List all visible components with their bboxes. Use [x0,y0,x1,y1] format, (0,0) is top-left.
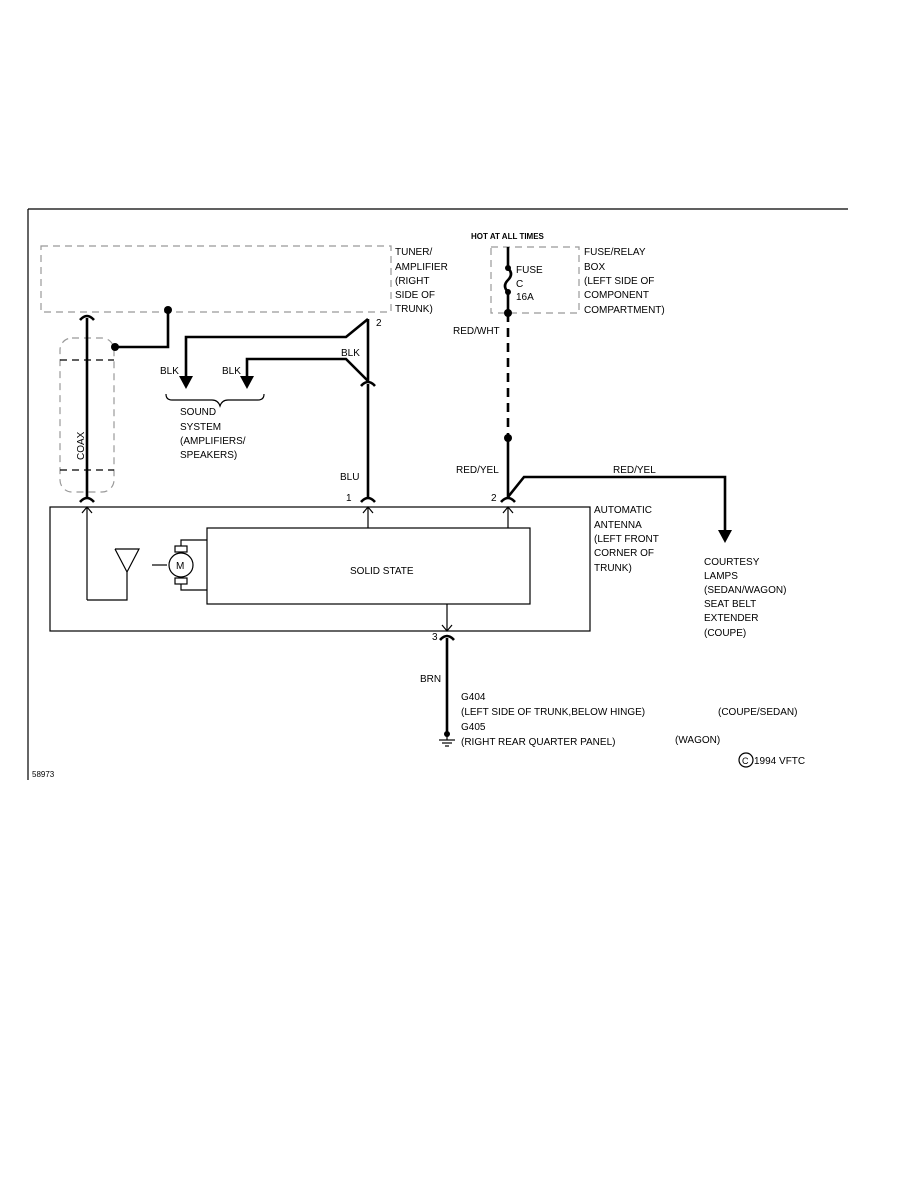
blu-wire: BLU [340,380,376,503]
brn-label: BRN [420,674,441,685]
sound-system: SOUND SYSTEM (AMPLIFIERS/ SPEAKERS) [180,407,246,461]
g405-label: G405 [461,722,486,733]
tuner-box [40,245,392,313]
tuner-label-4: TRUNK) [395,304,433,315]
figure-id: 58973 [32,770,55,779]
courtesy-label-3: SEAT BELT [704,599,756,610]
automatic-antenna: 1 2 AUTOMATIC ANTENNA (LEFT FRONT CORNER… [49,493,659,632]
fuse-box-label-3: COMPONENT [584,290,649,301]
courtesy-label-2: (SEDAN/WAGON) [704,585,786,596]
fuse-box-label-4: COMPARTMENT) [584,305,665,316]
blk-label-main: BLK [341,348,360,359]
sound-label-1: SYSTEM [180,422,221,433]
coax-label: COAX [76,431,87,460]
fuse-label-0: FUSE [516,265,543,276]
shield-ground-wire [111,306,172,351]
courtesy-lamps: COURTESY LAMPS (SEDAN/WAGON) SEAT BELT E… [704,557,786,639]
antenna-module-box [49,506,591,632]
blk-wire-2 [245,357,369,382]
solid-state-label: SOLID STATE [350,566,414,577]
antenna-label-2: (LEFT FRONT [594,534,659,545]
copyright-symbol: C [742,756,749,766]
antenna-icon [87,548,140,601]
courtesy-label-5: (COUPE) [704,628,746,639]
tuner-amplifier: TUNER/ AMPLIFIER (RIGHT SIDE OF TRUNK) 2 [40,245,448,329]
fuse-label-1: C [516,279,523,290]
antenna-label-3: CORNER OF [594,548,654,559]
fuse-symbol [503,267,513,293]
g405-location: (RIGHT REAR QUARTER PANEL) [461,737,615,748]
antenna-label-4: TRUNK) [594,563,632,574]
sound-label-0: SOUND [180,407,216,418]
red-yel-label-1: RED/YEL [456,465,499,476]
courtesy-arrow [718,530,732,543]
blk-label-2: BLK [222,366,241,377]
sound-label-3: SPEAKERS) [180,450,237,461]
coax-cable: COAX [59,314,115,503]
tuner-label-1: AMPLIFIER [395,262,448,273]
g405-model: (WAGON) [675,735,720,746]
antenna-pin-1: 1 [346,493,352,504]
diagram-frame [27,208,848,780]
coax-connector-top [79,314,95,321]
antenna-pin-2: 2 [491,493,497,504]
hot-at-all-times-label: HOT AT ALL TIMES [471,232,545,241]
blk-wire-1 [184,317,369,378]
g404-label: G404 [461,692,486,703]
fuse-label-2: 16A [516,292,534,303]
power-feed-wires: RED/WHT RED/YEL RED/YEL [453,313,732,543]
coax-connector-bottom [79,496,95,503]
tuner-pin-2: 2 [376,318,382,329]
red-yel-label-2: RED/YEL [613,465,656,476]
antenna-label-0: AUTOMATIC [594,505,652,516]
red-wht-label: RED/WHT [453,326,500,337]
courtesy-label-1: LAMPS [704,571,738,582]
courtesy-label-4: EXTENDER [704,613,758,624]
sound-system-brace [165,393,265,408]
tuner-label-0: TUNER/ [395,247,432,258]
copyright-notice: C 1994 VFTC [738,752,805,768]
copyright-text: 1994 VFTC [754,756,805,767]
g404-location: (LEFT SIDE OF TRUNK,BELOW HINGE) [461,707,645,718]
tuner-label-2: (RIGHT [395,276,429,287]
fuse-box-label-2: (LEFT SIDE OF [584,276,654,287]
fuse-relay-box: HOT AT ALL TIMES FUSE C 16A FUSE/RELAY B… [471,232,665,317]
blk-label-1: BLK [160,366,179,377]
ground-circuit: 3 BRN G404 (LEFT SIDE OF TRUNK,BELOW HIN… [420,632,797,748]
fuse-box-label-1: BOX [584,262,605,273]
blu-label: BLU [340,472,359,483]
fuse-box-outline [490,246,580,314]
antenna-label-1: ANTENNA [594,520,642,531]
sound-label-2: (AMPLIFIERS/ [180,436,246,447]
tuner-label-3: SIDE OF [395,290,435,301]
red-yel-wire-courtesy [506,475,727,532]
fuse-box-label-0: FUSE/RELAY [584,247,646,258]
motor-icon: M [168,545,194,585]
g404-model: (COUPE/SEDAN) [718,707,797,718]
blk-wires: BLK BLK BLK [160,317,370,408]
motor-label: M [176,561,184,572]
solid-state-box [206,527,531,605]
antenna-pin-3: 3 [432,632,438,643]
courtesy-label-0: COURTESY [704,557,760,568]
